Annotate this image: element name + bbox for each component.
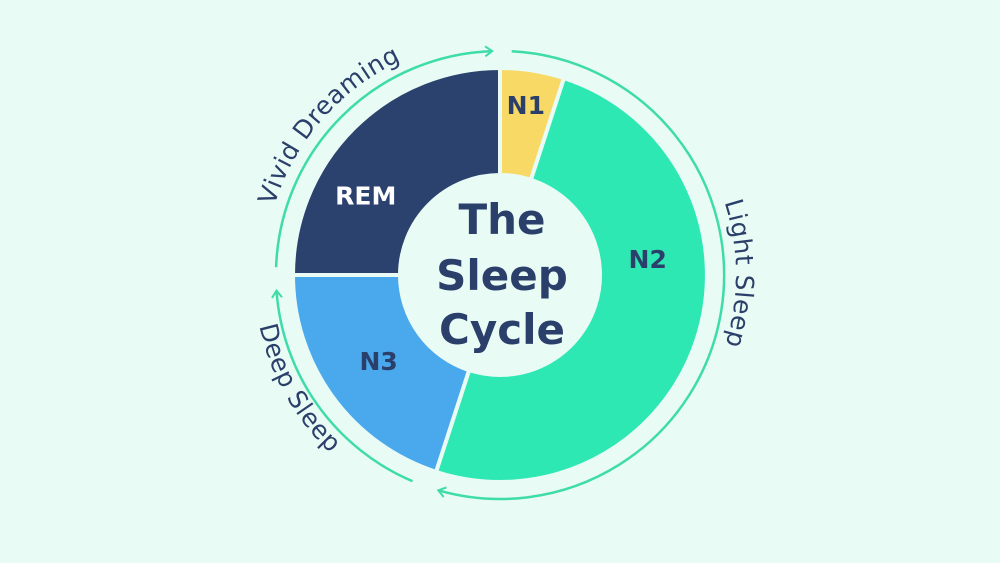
title-line-1: The <box>458 195 545 244</box>
segment-label-n2: N2 <box>629 245 667 274</box>
ring-arc-rem-to-n1 <box>274 45 494 268</box>
title-line-2: Sleep <box>436 251 568 300</box>
center-circle <box>400 175 600 375</box>
segment-label-n3: N3 <box>359 347 397 376</box>
cycle-arrow-ring <box>271 45 726 501</box>
title-line-3: Cycle <box>439 305 565 354</box>
cycle-title: The Sleep Cycle <box>436 195 568 354</box>
segment-label-rem: REM <box>335 182 396 211</box>
ring-arc-deep-to-rem <box>271 288 413 483</box>
ring-arc-light-to-deep <box>436 50 726 501</box>
donut-segments <box>290 65 709 484</box>
segment-label-n1: N1 <box>507 91 545 120</box>
